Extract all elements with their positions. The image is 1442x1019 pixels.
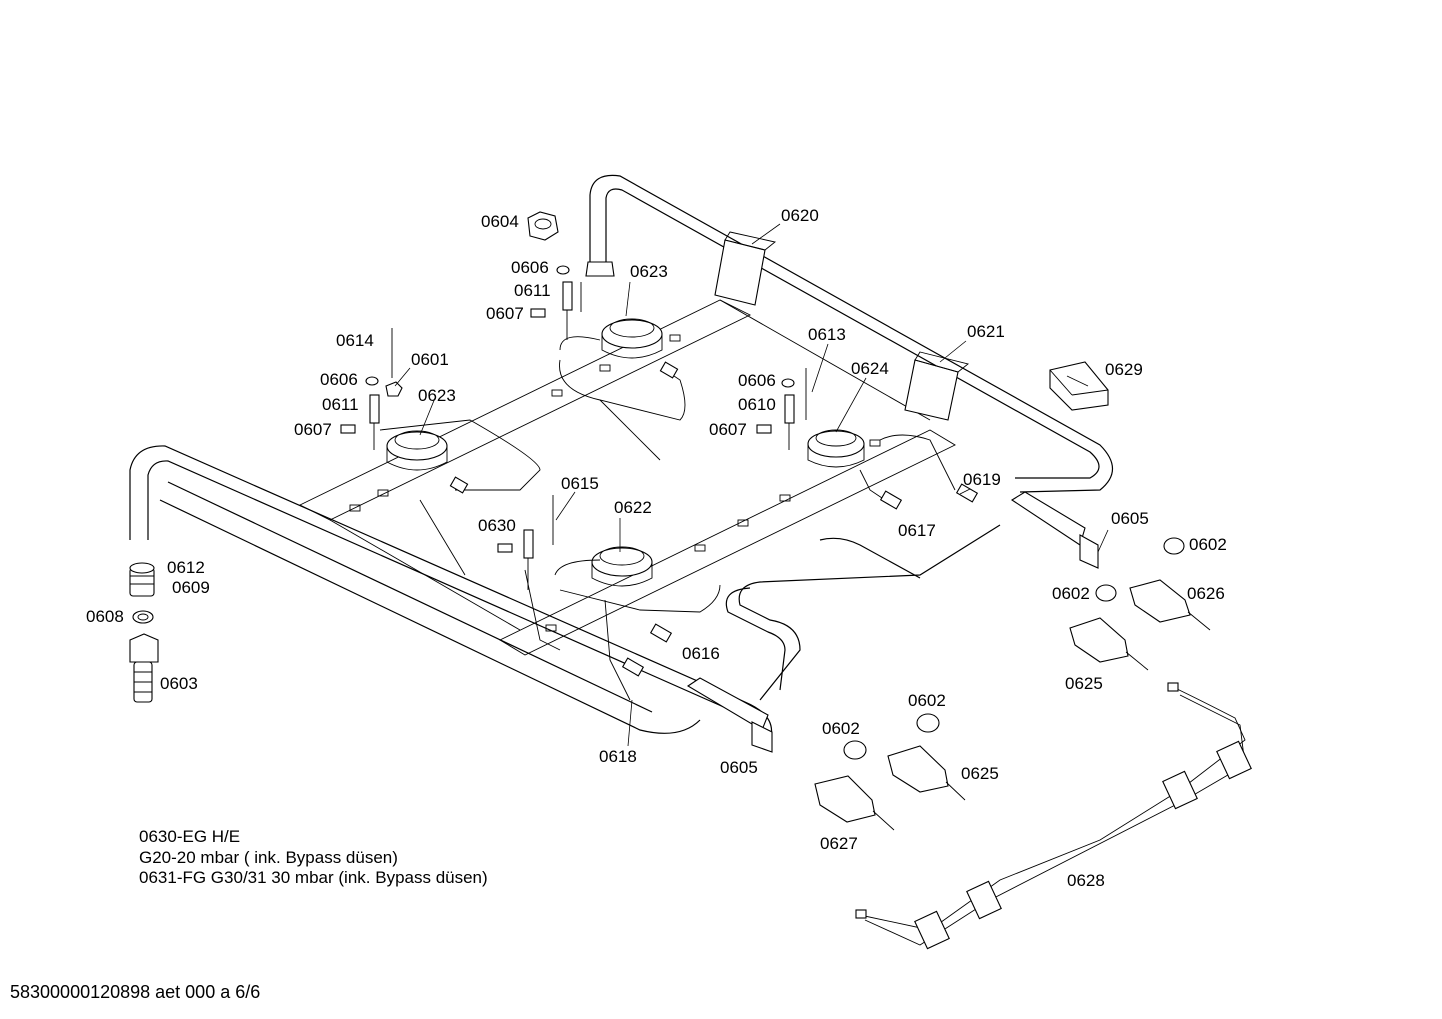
- burner-0623-left: [386, 430, 448, 471]
- callout-0630[interactable]: 0630: [478, 516, 516, 535]
- callout-0613[interactable]: 0613: [808, 325, 846, 344]
- callout-0607-right[interactable]: 0607: [709, 420, 747, 439]
- callout-0612[interactable]: 0612: [167, 558, 205, 577]
- note-line-2: G20-20 mbar ( ink. Bypass düsen): [139, 848, 398, 867]
- callout-0608[interactable]: 0608: [86, 607, 124, 626]
- callout-0602-c[interactable]: 0602: [908, 691, 946, 710]
- callout-0607-left[interactable]: 0607: [294, 420, 332, 439]
- thermocouple-wires: [379, 336, 956, 701]
- callout-0617[interactable]: 0617: [898, 521, 936, 540]
- note-line-1: 0630-EG H/E: [139, 827, 241, 846]
- callout-0618[interactable]: 0618: [599, 747, 637, 766]
- callout-0601[interactable]: 0601: [411, 350, 449, 369]
- callout-0621[interactable]: 0621: [967, 322, 1005, 341]
- burner-0623-top: [601, 318, 663, 359]
- bracket-0605-left: [686, 677, 773, 753]
- callout-0629[interactable]: 0629: [1105, 360, 1143, 379]
- gas-valve-0627: [814, 775, 895, 831]
- callout-0623-top[interactable]: 0623: [630, 262, 668, 281]
- ignition-switch-rail-0628: [855, 682, 1252, 950]
- callout-0603[interactable]: 0603: [160, 674, 198, 693]
- callout-0620[interactable]: 0620: [781, 206, 819, 225]
- callout-0614[interactable]: 0614: [336, 331, 374, 350]
- callout-0606-right[interactable]: 0606: [738, 371, 776, 390]
- callout-0626[interactable]: 0626: [1187, 584, 1225, 603]
- callout-0619[interactable]: 0619: [963, 470, 1001, 489]
- callout-0609[interactable]: 0609: [172, 578, 210, 597]
- callout-0625-left[interactable]: 0625: [961, 764, 999, 783]
- callout-0602-a[interactable]: 0602: [1189, 535, 1227, 554]
- leader-lines: [394, 223, 1109, 747]
- callout-0604[interactable]: 0604: [481, 212, 519, 231]
- callout-0606-top[interactable]: 0606: [511, 258, 549, 277]
- note-line-3: 0631-FG G30/31 30 mbar (ink. Bypass düse…: [139, 868, 488, 887]
- bracket-0620: [714, 231, 777, 306]
- callout-0623-left[interactable]: 0623: [418, 386, 456, 405]
- gas-valve-0626: [1129, 579, 1211, 631]
- callout-0628[interactable]: 0628: [1067, 871, 1105, 890]
- ignition-electrodes: [369, 281, 807, 590]
- hose-fitting-0603: [129, 633, 159, 703]
- callout-0627[interactable]: 0627: [820, 834, 858, 853]
- gas-manifold-pipe: [129, 174, 1114, 741]
- callout-0624[interactable]: 0624: [851, 359, 889, 378]
- callout-0611-top[interactable]: 0611: [514, 281, 551, 300]
- callout-0607-top[interactable]: 0607: [486, 304, 524, 323]
- callout-0615[interactable]: 0615: [561, 474, 599, 493]
- callout-0605-left[interactable]: 0605: [720, 758, 758, 777]
- callout-0622[interactable]: 0622: [614, 498, 652, 517]
- callout-0625-right[interactable]: 0625: [1065, 674, 1103, 693]
- gas-valve-0625-left: [887, 745, 966, 801]
- burner-0622: [591, 546, 653, 587]
- bracket-0605-right: [1010, 491, 1099, 569]
- bracket-0621: [904, 351, 969, 421]
- connector-fittings: [449, 361, 979, 677]
- callout-0611-left[interactable]: 0611: [322, 395, 359, 414]
- burner-support-frame: [298, 299, 956, 656]
- gas-valve-0625-right: [1069, 617, 1149, 671]
- document-id-footer: 58300000120898 aet 000 a 6/6: [10, 982, 261, 1002]
- pipe-nut-top: [585, 261, 615, 277]
- bushings-0602: [843, 537, 1185, 760]
- washer-0608: [132, 610, 154, 624]
- callout-0605-right[interactable]: 0605: [1111, 509, 1149, 528]
- callout-0602-d[interactable]: 0602: [822, 719, 860, 738]
- inlet-fitting-0612: [129, 562, 155, 597]
- callout-0616[interactable]: 0616: [682, 644, 720, 663]
- callout-0606-left[interactable]: 0606: [320, 370, 358, 389]
- callout-0610[interactable]: 0610: [738, 395, 776, 414]
- callout-0602-b[interactable]: 0602: [1052, 584, 1090, 603]
- nut-0604: [527, 211, 559, 241]
- switch-block-0629: [1049, 361, 1109, 411]
- burner-0624: [807, 429, 865, 468]
- washers: [340, 265, 795, 553]
